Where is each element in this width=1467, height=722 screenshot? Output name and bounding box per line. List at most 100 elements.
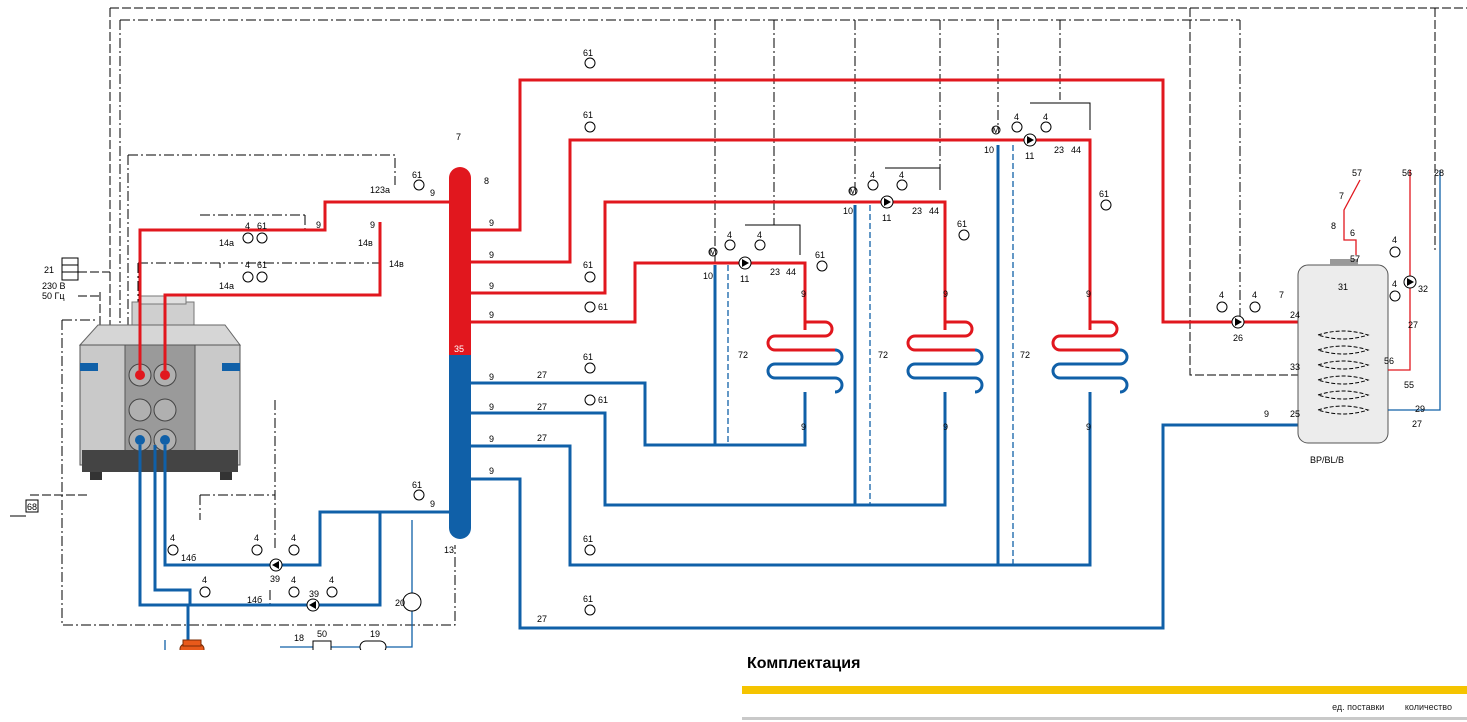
svg-text:24: 24 <box>1290 310 1300 320</box>
svg-text:4: 4 <box>899 170 904 180</box>
svg-text:9: 9 <box>489 310 494 320</box>
svg-text:9: 9 <box>1264 409 1269 419</box>
svg-text:72: 72 <box>1020 350 1030 360</box>
boiler-return-pipes <box>138 445 449 640</box>
boiler <box>78 295 241 480</box>
svg-text:33: 33 <box>1290 362 1300 372</box>
gauges: 61 61 61 61 61 61 61 61 61 61 61 61 61 4… <box>167 48 1401 616</box>
svg-text:4: 4 <box>727 230 732 240</box>
svg-text:M: M <box>709 247 717 257</box>
svg-text:39: 39 <box>309 589 319 599</box>
pumps: 11 11 11 26 32 39 39 <box>269 133 1428 612</box>
svg-text:4: 4 <box>1252 290 1257 300</box>
section-title: Комплектация <box>747 655 861 672</box>
svg-text:9: 9 <box>489 372 494 382</box>
svg-text:57: 57 <box>1352 168 1362 178</box>
svg-text:7: 7 <box>1339 191 1344 201</box>
svg-text:50: 50 <box>317 629 327 639</box>
svg-text:44: 44 <box>1071 145 1081 155</box>
svg-text:9: 9 <box>801 422 806 432</box>
svg-text:10: 10 <box>843 206 853 216</box>
svg-text:68: 68 <box>27 502 37 512</box>
svg-text:7: 7 <box>1279 290 1284 300</box>
svg-text:4: 4 <box>870 170 875 180</box>
svg-text:61: 61 <box>598 395 608 405</box>
svg-text:21: 21 <box>44 265 54 275</box>
svg-text:72: 72 <box>878 350 888 360</box>
svg-text:9: 9 <box>316 220 321 230</box>
svg-text:14в: 14в <box>389 259 404 269</box>
svg-text:4: 4 <box>245 221 250 231</box>
boiler-hot-pipes <box>138 200 449 370</box>
svg-text:14в: 14в <box>358 238 373 248</box>
svg-text:56: 56 <box>1384 356 1394 366</box>
svg-text:56: 56 <box>1402 168 1412 178</box>
svg-text:55: 55 <box>1404 380 1414 390</box>
dhw-labels: 24 25 33 56 56 57 57 28 29 55 27 27 6 7 … <box>1264 168 1444 429</box>
svg-text:9: 9 <box>489 434 494 444</box>
svg-text:61: 61 <box>598 302 608 312</box>
svg-text:61: 61 <box>1099 189 1109 199</box>
svg-text:9: 9 <box>801 289 806 299</box>
hot-branches <box>471 78 1298 330</box>
svg-text:19: 19 <box>370 629 380 639</box>
svg-text:6: 6 <box>1350 228 1355 238</box>
svg-text:4: 4 <box>254 533 259 543</box>
svg-text:123a: 123a <box>370 185 390 195</box>
svg-text:8: 8 <box>484 176 489 186</box>
svg-text:61: 61 <box>257 260 267 270</box>
svg-text:61: 61 <box>257 221 267 231</box>
svg-text:50 Гц: 50 Гц <box>42 291 65 301</box>
svg-text:4: 4 <box>1392 235 1397 245</box>
svg-text:9: 9 <box>489 466 494 476</box>
svg-text:13: 13 <box>444 545 454 555</box>
svg-text:8: 8 <box>1331 221 1336 231</box>
expansion-tank-16: 16 9a <box>164 639 205 650</box>
svg-text:18: 18 <box>294 633 304 643</box>
svg-text:14б: 14б <box>181 553 196 563</box>
heating-scheme-diagram: 35 21 230 В 50 Гц 68 <box>10 7 1467 650</box>
svg-text:7: 7 <box>456 132 461 142</box>
svg-text:14б: 14б <box>247 595 262 605</box>
svg-text:61: 61 <box>583 352 593 362</box>
svg-text:9: 9 <box>1086 289 1091 299</box>
svg-text:39: 39 <box>270 574 280 584</box>
svg-text:4: 4 <box>1043 112 1048 122</box>
table-header: ед. поставки количество <box>742 702 1452 712</box>
svg-text:9: 9 <box>489 402 494 412</box>
svg-text:9: 9 <box>943 422 948 432</box>
svg-text:23: 23 <box>770 267 780 277</box>
motor-valves: M 10 M 10 M 10 <box>703 125 1001 281</box>
header-valves: 9 9 9 9 9 9 9 9 27 27 27 27 9 9 7 8 13 1… <box>181 132 1091 624</box>
divider <box>742 717 1467 720</box>
svg-text:11: 11 <box>740 274 749 284</box>
hydraulic-separator: 35 <box>449 167 471 539</box>
col-qty-header: количество <box>1404 702 1452 712</box>
svg-text:61: 61 <box>583 110 593 120</box>
svg-text:M: M <box>992 125 1000 135</box>
svg-text:44: 44 <box>929 206 939 216</box>
svg-text:4: 4 <box>291 575 296 585</box>
svg-text:27: 27 <box>537 370 547 380</box>
regulator-labels: 23 44 23 44 23 44 <box>770 145 1081 277</box>
svg-text:M: M <box>849 186 857 196</box>
svg-text:61: 61 <box>583 594 593 604</box>
svg-text:4: 4 <box>170 533 175 543</box>
control-panel-21: 21 230 В 50 Гц <box>42 257 110 301</box>
svg-text:4: 4 <box>202 575 207 585</box>
radiator-coils: 72 72 72 <box>738 320 1129 394</box>
svg-text:61: 61 <box>583 534 593 544</box>
svg-text:23: 23 <box>912 206 922 216</box>
svg-text:9: 9 <box>489 281 494 291</box>
svg-text:27: 27 <box>537 433 547 443</box>
svg-text:4: 4 <box>1014 112 1019 122</box>
svg-text:31: 31 <box>1338 282 1348 292</box>
dhw-tank: 31 BP/BL/B <box>1297 170 1441 465</box>
svg-text:9: 9 <box>430 188 435 198</box>
svg-text:10: 10 <box>703 271 713 281</box>
svg-text:27: 27 <box>1412 419 1422 429</box>
svg-text:25: 25 <box>1290 409 1300 419</box>
svg-text:44: 44 <box>786 267 796 277</box>
svg-text:32: 32 <box>1418 284 1428 294</box>
svg-text:61: 61 <box>583 260 593 270</box>
